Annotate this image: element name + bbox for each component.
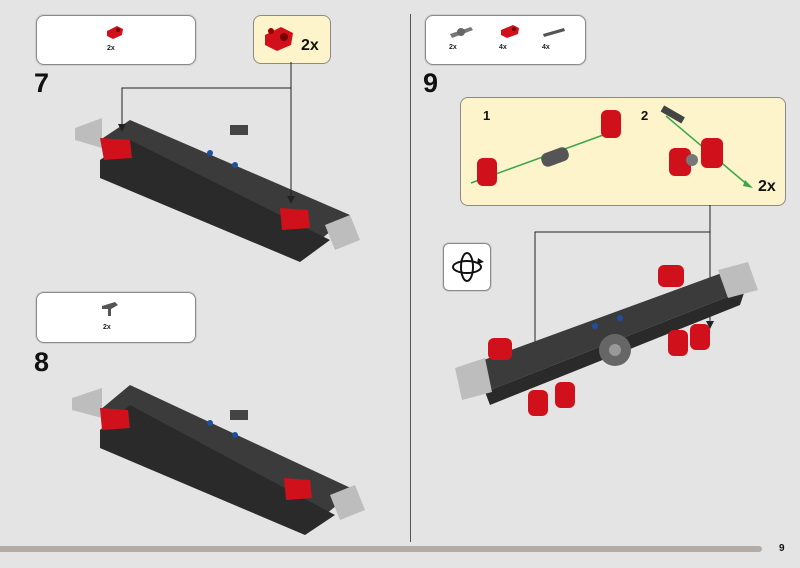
callout-leader-line: [121, 62, 292, 200]
callout-qty: 2x: [758, 178, 776, 195]
step-number: 9: [423, 68, 439, 98]
red-connector: [280, 208, 310, 230]
gray-axle-joiner: [541, 147, 569, 167]
step-number: 8: [34, 347, 50, 377]
black-pin-axle-icon: [543, 28, 565, 37]
part-qty: 4x: [542, 44, 550, 51]
substep-illustration: [470, 105, 753, 188]
rotate-model-icon: [443, 243, 491, 291]
step-number: 7: [34, 68, 50, 98]
red-pin-connector-icon: [501, 25, 519, 38]
step9-parts-box: 2x 4x 4x: [425, 15, 586, 65]
black-pin: [660, 105, 685, 124]
page-number: 9: [779, 543, 785, 554]
red-pin-connector-icon: [107, 26, 123, 39]
substep-number: 1: [483, 108, 491, 123]
gray-axle-connector-icon: [102, 302, 118, 316]
column-divider: [410, 14, 411, 542]
red-connector: [601, 110, 621, 138]
step7-model-illustration: [75, 62, 360, 262]
substep-number: 2: [641, 108, 649, 123]
chassis-model: [75, 118, 360, 262]
page-footer-bar: [0, 546, 762, 552]
red-connector: [100, 138, 132, 160]
part-qty: 2x: [449, 44, 457, 51]
gray-axle-joiner-icon: [450, 27, 473, 38]
step7-callout: 2x: [253, 15, 331, 64]
red-connector: [477, 158, 497, 186]
part-qty: 2x: [103, 324, 111, 331]
red-pin-connector-icon: [265, 27, 293, 51]
step9-callout: 1 2 2x: [460, 97, 786, 206]
step8-parts-box: 2x: [36, 292, 196, 343]
step7-parts-box: 2x: [36, 15, 196, 65]
part-qty: 2x: [107, 45, 115, 52]
callout-qty: 2x: [301, 37, 319, 54]
part-qty: 4x: [499, 44, 507, 51]
step8-model-illustration: [72, 385, 365, 535]
